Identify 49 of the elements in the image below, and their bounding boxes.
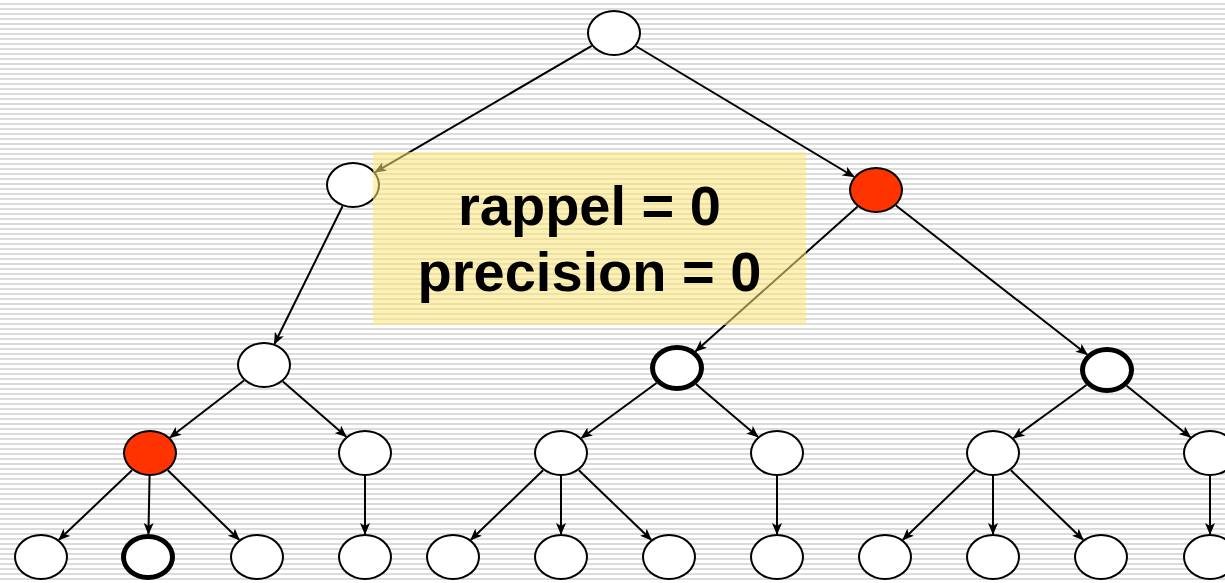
tree-node-ellipse <box>1183 534 1225 580</box>
arrow <box>580 382 658 439</box>
arrow <box>772 475 782 535</box>
tree-node-ellipse <box>534 430 588 476</box>
tree-node-ellipse <box>587 10 641 56</box>
tree-node-ellipse <box>650 345 704 391</box>
arrow <box>169 379 245 439</box>
arrow <box>556 475 566 535</box>
arrow <box>58 469 133 541</box>
tree-node-ellipse <box>1183 430 1225 476</box>
arrow <box>360 475 370 535</box>
tree-node-ellipse <box>14 534 68 580</box>
arrow <box>694 205 859 353</box>
tree-node-ellipse <box>338 534 392 580</box>
metric-text: precision = 0 <box>417 238 762 305</box>
arrow <box>695 383 759 438</box>
tree-node-ellipse <box>750 534 804 580</box>
arrow <box>469 469 545 541</box>
tree-node-ellipse <box>338 430 392 476</box>
tree-node-ellipse <box>230 534 284 580</box>
tree-node-ellipse <box>121 534 175 580</box>
tree-node-ellipse <box>849 167 903 213</box>
arrow <box>894 204 1089 356</box>
arrow <box>143 475 154 535</box>
tree-node-ellipse <box>750 430 804 476</box>
arrow <box>1009 469 1085 541</box>
arrow <box>1205 475 1215 535</box>
tree-node-ellipse <box>534 534 588 580</box>
arrow <box>988 475 998 535</box>
tree-node-ellipse <box>966 430 1020 476</box>
arrow <box>273 205 344 345</box>
tree-node-ellipse <box>966 534 1020 580</box>
tree-node-ellipse <box>326 162 380 208</box>
arrow <box>1012 383 1088 440</box>
arrow <box>1125 384 1192 439</box>
arrow <box>374 45 593 173</box>
tree-node-ellipse <box>858 534 912 580</box>
tree-node-ellipse <box>1080 347 1134 393</box>
tree-node-ellipse <box>426 534 480 580</box>
tree-node-ellipse <box>1074 534 1128 580</box>
arrow <box>281 380 348 438</box>
tree-node-ellipse <box>237 342 291 388</box>
arrow <box>166 469 241 541</box>
tree-node-ellipse <box>123 430 177 476</box>
metric-text: rappel = 0 <box>458 172 721 239</box>
arrow <box>901 469 977 541</box>
arrow <box>577 469 653 541</box>
arrow <box>635 45 855 178</box>
tree-node-ellipse <box>642 534 696 580</box>
